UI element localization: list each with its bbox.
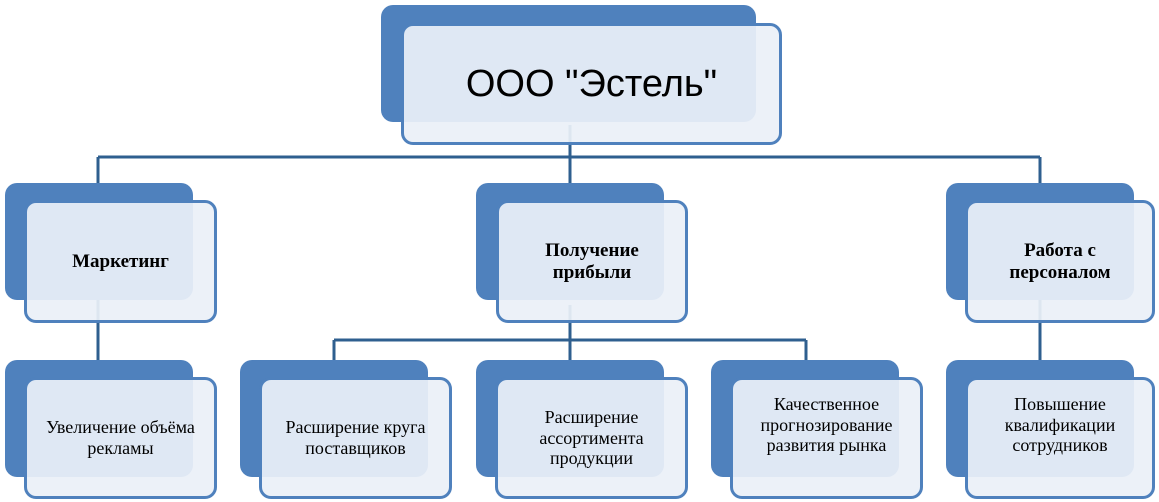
- root-node-label: ООО "Эстель": [465, 62, 718, 105]
- node-qualification-label: Повышение квалификации сотрудников: [1004, 394, 1116, 456]
- node-profit-box: Получение прибыли: [496, 200, 688, 323]
- node-qualification-box: Повышение квалификации сотрудников: [965, 377, 1155, 499]
- node-marketing-box: Маркетинг: [24, 200, 217, 323]
- node-staff-label: Работа с персоналом: [1009, 239, 1111, 283]
- node-suppliers-box: Расширение круга поставщиков: [259, 377, 452, 499]
- node-marketing-label: Маркетинг: [72, 250, 169, 272]
- node-assortment-box: Расширение ассортимента продукции: [495, 377, 688, 499]
- node-assortment-label: Расширение ассортимента продукции: [539, 406, 644, 469]
- root-node-box: ООО "Эстель": [401, 23, 782, 145]
- node-forecast-label: Качественное прогнозирование развития ры…: [760, 394, 893, 456]
- node-advertising-box: Увеличение объёма рекламы: [24, 377, 217, 499]
- node-advertising-label: Увеличение объёма рекламы: [46, 417, 195, 458]
- node-suppliers-label: Расширение круга поставщиков: [285, 417, 426, 458]
- node-forecast-box: Качественное прогнозирование развития ры…: [730, 377, 923, 499]
- node-staff-box: Работа с персоналом: [965, 200, 1155, 323]
- node-profit-label: Получение прибыли: [545, 239, 639, 283]
